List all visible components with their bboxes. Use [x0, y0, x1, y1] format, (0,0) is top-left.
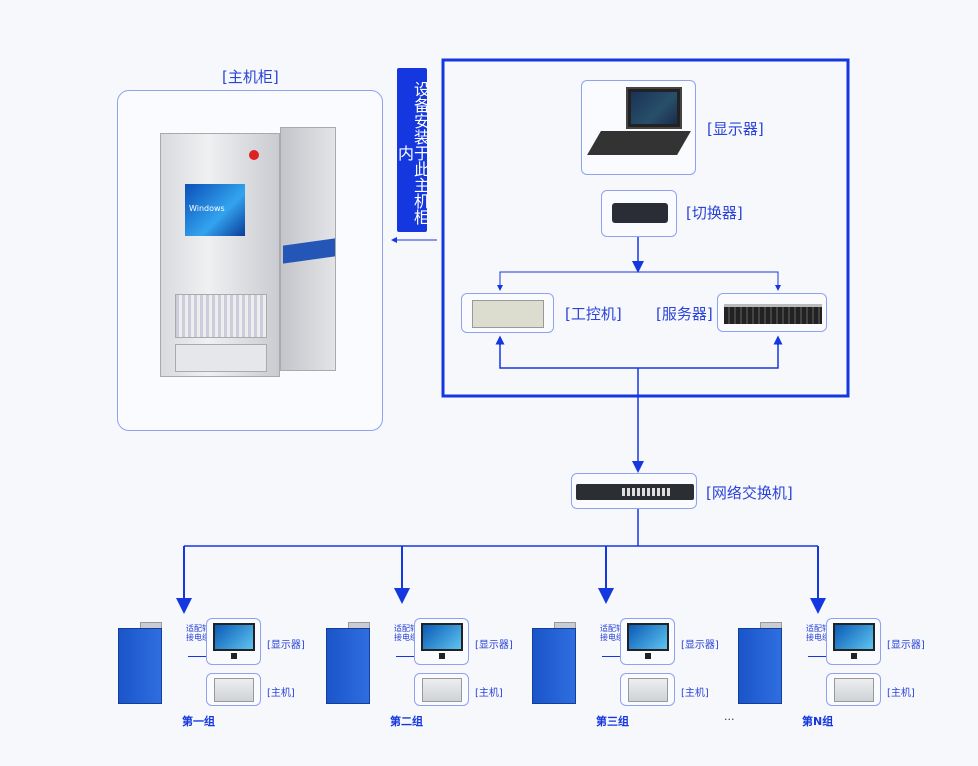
cabinet-brand-plate	[283, 238, 335, 264]
monitor-image	[213, 623, 255, 651]
server-label: [服务器]	[656, 305, 713, 323]
host-image	[422, 678, 462, 702]
group-name: 第一组	[182, 715, 215, 728]
group-name: 第二组	[390, 715, 423, 728]
network-switch-image	[576, 484, 694, 500]
kvm-label: [切换器]	[686, 204, 743, 222]
monitor-label: [显示器]	[707, 120, 764, 138]
install-note: 设备安装于此主机柜内	[395, 68, 430, 232]
monitor-box	[581, 80, 696, 175]
cabinet-front: Windows	[160, 133, 280, 377]
monitor-image	[627, 623, 669, 651]
power-button-icon	[249, 150, 259, 160]
double-arrow-icon	[396, 656, 418, 657]
ellipsis: ...	[724, 710, 735, 723]
kvm-switch-image	[612, 203, 668, 223]
host-image	[834, 678, 874, 702]
group-monitor-label: [显示器]	[681, 640, 719, 651]
test-chamber-image	[118, 628, 162, 704]
server-box	[717, 293, 827, 332]
ipc-label: [工控机]	[565, 305, 622, 323]
kvm-monitor-image	[626, 87, 682, 129]
host-image	[628, 678, 668, 702]
test-chamber-image	[532, 628, 576, 704]
host-image	[214, 678, 254, 702]
test-chamber-image	[738, 628, 782, 704]
group-monitor-label: [显示器]	[267, 640, 305, 651]
double-arrow-icon	[188, 656, 210, 657]
equipment-frame	[441, 58, 850, 398]
group-host-box	[414, 673, 469, 706]
monitor-image	[833, 623, 875, 651]
cable-label: 适配转接电缆	[600, 624, 624, 642]
group-host-label: [主机]	[475, 688, 503, 699]
group-host-box	[620, 673, 675, 706]
cabinet-panel: Windows	[117, 90, 383, 431]
kvm-box	[601, 190, 677, 237]
cabinet-side	[280, 127, 336, 371]
group-host-label: [主机]	[887, 688, 915, 699]
group-name: 第N组	[802, 715, 834, 728]
monitor-image	[421, 623, 463, 651]
test-chamber-image	[326, 628, 370, 704]
kvm-keyboard-image	[587, 131, 691, 155]
cabinet-drawer	[175, 344, 267, 372]
cabinet-server-unit	[175, 294, 267, 338]
group-monitor-box	[206, 618, 261, 665]
cabinet-screen: Windows	[185, 184, 245, 236]
cable-label: 适配转接电缆	[394, 624, 418, 642]
group-name: 第三组	[596, 715, 629, 728]
group-monitor-label: [显示器]	[887, 640, 925, 651]
ipc-image	[472, 300, 544, 328]
double-arrow-icon	[808, 656, 830, 657]
cable-label: 适配转接电缆	[806, 624, 830, 642]
server-image	[724, 304, 822, 324]
network-switch-box	[571, 473, 697, 509]
group-monitor-box	[826, 618, 881, 665]
group-host-box	[206, 673, 261, 706]
double-arrow-icon	[602, 656, 624, 657]
group-monitor-box	[414, 618, 469, 665]
network-switch-label: [网络交换机]	[706, 484, 793, 502]
cabinet-title: [主机柜]	[222, 68, 279, 86]
group-host-box	[826, 673, 881, 706]
group-monitor-box	[620, 618, 675, 665]
group-host-label: [主机]	[681, 688, 709, 699]
group-monitor-label: [显示器]	[475, 640, 513, 651]
group-host-label: [主机]	[267, 688, 295, 699]
ipc-box	[461, 293, 554, 333]
cable-label: 适配转接电缆	[186, 624, 210, 642]
